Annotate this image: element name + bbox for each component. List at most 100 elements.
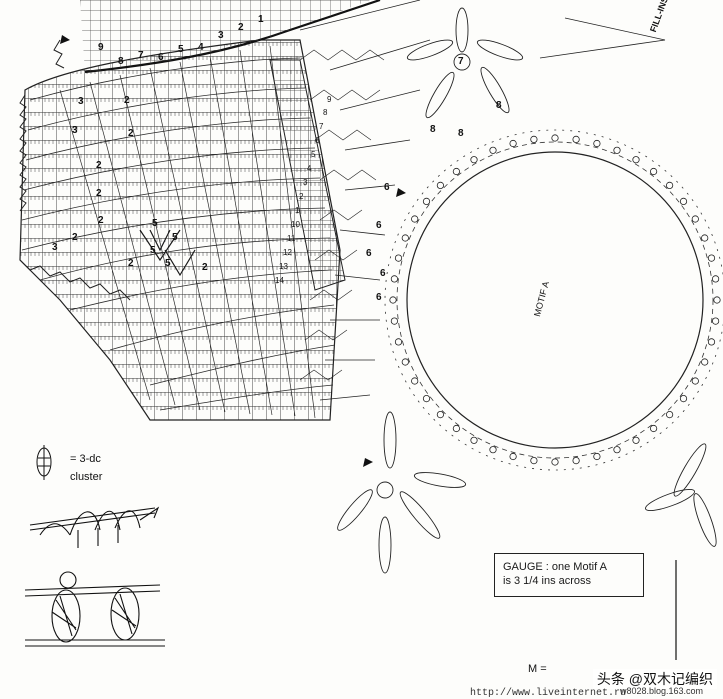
motif-a: [384, 129, 723, 471]
row-number: 12: [283, 248, 292, 257]
flower-top: [406, 7, 524, 119]
picot: [470, 156, 478, 164]
petal-number: 7: [458, 56, 464, 67]
petal-number: 8: [496, 100, 502, 111]
row-number: 5: [172, 232, 178, 243]
picot: [679, 197, 688, 205]
picot: [572, 456, 580, 465]
picot: [390, 317, 398, 325]
row-number: 3: [72, 125, 78, 136]
picot: [436, 410, 444, 419]
stitch-illustration-2: [24, 571, 165, 647]
row-number: 1: [258, 14, 264, 25]
picot: [509, 139, 517, 148]
row-number: 3: [218, 30, 224, 41]
row-number: 5: [178, 44, 184, 55]
filet-mesh-region: [19, 39, 341, 421]
petal-number: 6: [376, 220, 382, 231]
row-number: 2: [124, 95, 130, 106]
picot: [509, 452, 517, 461]
picot: [530, 456, 538, 465]
picot: [452, 424, 460, 433]
picot: [452, 167, 460, 176]
picot: [551, 458, 559, 466]
gauge-line: GAUGE : one Motif A: [503, 561, 607, 573]
row-number: 2: [299, 192, 304, 201]
row-number: 2: [72, 232, 78, 243]
petal-number: 8: [430, 124, 436, 135]
picot: [713, 296, 721, 304]
picot: [632, 156, 640, 164]
petal-number: 6: [366, 248, 372, 259]
row-number: 5: [311, 150, 316, 159]
row-number: 3: [303, 178, 308, 187]
row-number: 2: [128, 258, 134, 269]
picot: [394, 254, 403, 262]
row-number: 2: [98, 215, 104, 226]
stitch-illustration-1: [29, 506, 160, 548]
picot: [649, 167, 658, 176]
picot: [489, 446, 497, 454]
picot: [411, 377, 419, 385]
row-start-markers: [60, 35, 406, 467]
gauge-line: is 3 1/4 ins across: [503, 575, 592, 587]
petal-number: 6: [376, 292, 382, 303]
shell-ladder: [299, 0, 431, 401]
picot: [613, 146, 621, 154]
row-number: 1: [295, 206, 300, 215]
picot: [489, 146, 497, 154]
row-number: 8: [118, 56, 124, 67]
picot: [701, 234, 709, 242]
row-number: 5: [165, 258, 171, 269]
picot: [707, 338, 716, 346]
row-number: 7: [138, 50, 144, 61]
picot: [530, 135, 538, 143]
picot: [679, 394, 688, 403]
picot: [551, 134, 559, 142]
picot: [613, 446, 621, 454]
picot: [691, 377, 699, 385]
cluster-symbol: [36, 445, 52, 480]
picot: [649, 424, 658, 433]
row-number: 11: [287, 234, 296, 243]
picot: [711, 317, 720, 325]
picot: [593, 139, 601, 148]
row-number: 10: [291, 220, 300, 229]
row-number: 9: [327, 95, 332, 104]
picot: [394, 338, 403, 346]
flower-right: [645, 443, 717, 547]
picot: [422, 394, 431, 403]
picot: [665, 410, 674, 419]
row-number: 13: [279, 262, 288, 271]
picot: [701, 358, 709, 366]
row-number: 3: [52, 242, 58, 253]
petal-number: 6: [380, 268, 386, 279]
picot: [422, 197, 431, 205]
picot: [390, 275, 398, 283]
picot: [691, 215, 699, 223]
picot: [711, 275, 720, 283]
watermark: 头条 @双木记编织: [592, 669, 717, 689]
row-number: 2: [238, 22, 244, 33]
petal-number: 6: [384, 182, 390, 193]
row-number: 9: [98, 42, 104, 53]
picot: [665, 181, 674, 189]
watermark-url: http://www.liveinternet.ru: [470, 688, 627, 699]
legend-cluster-text: cluster: [70, 471, 103, 483]
flower-bottom: [337, 411, 467, 574]
fill-in-arrows: [539, 17, 666, 59]
picot: [572, 135, 580, 143]
picot: [707, 254, 716, 262]
row-number: 2: [96, 188, 102, 199]
row-number: 2: [202, 262, 208, 273]
gauge-box: GAUGE : one Motif A is 3 1/4 ins across: [494, 553, 644, 597]
row-number: 4: [307, 164, 312, 173]
petal-number: 8: [458, 128, 464, 139]
row-number: 2: [96, 160, 102, 171]
row-number: 4: [198, 42, 204, 53]
m-label: M =: [528, 663, 547, 675]
picot: [389, 296, 397, 304]
row-number: 7: [319, 122, 324, 131]
row-number: 5: [150, 245, 156, 256]
